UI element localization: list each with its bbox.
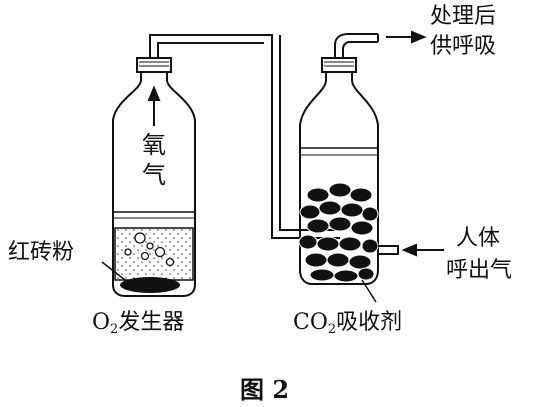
figure-caption: 图 2 — [240, 375, 290, 404]
brick-powder-leader-line — [101, 261, 126, 281]
oxygen-bubbles — [124, 232, 175, 267]
co2-absorbent-suffix: 吸收剂 — [336, 310, 403, 335]
absorbent-pellets — [298, 182, 379, 283]
outlet-label-line1: 处理后 — [430, 4, 497, 29]
absorbent-leader-line — [361, 279, 377, 303]
co2-absorbent-bottle — [299, 57, 379, 285]
inlet-label-line2: 呼出气 — [446, 258, 513, 283]
oxygen-up-arrow — [147, 85, 161, 126]
inlet-arrow — [401, 243, 444, 257]
oxygen-label: 氧气 — [142, 131, 166, 189]
water-liquid — [114, 227, 194, 281]
brick-powder-pile — [120, 277, 180, 293]
outlet-tube — [334, 33, 379, 58]
o2-generator-prefix: O — [92, 310, 111, 335]
co2-absorbent-subscript: 2 — [327, 322, 337, 337]
o2-generator-label: O2发生器 — [92, 310, 185, 337]
co2-absorbent-label: CO2吸收剂 — [293, 310, 403, 337]
o2-generator-bottle — [112, 57, 196, 297]
co2-absorbent-prefix: CO — [293, 310, 328, 335]
inlet-label-line1: 人体 — [456, 226, 501, 251]
o2-generator-subscript: 2 — [110, 322, 119, 337]
outlet-arrow — [386, 30, 427, 44]
outlet-label-line2: 供呼吸 — [430, 34, 497, 59]
brick-powder-label: 红砖粉 — [8, 240, 75, 265]
o2-generator-suffix: 发生器 — [118, 310, 185, 335]
inlet-tube — [378, 245, 399, 255]
